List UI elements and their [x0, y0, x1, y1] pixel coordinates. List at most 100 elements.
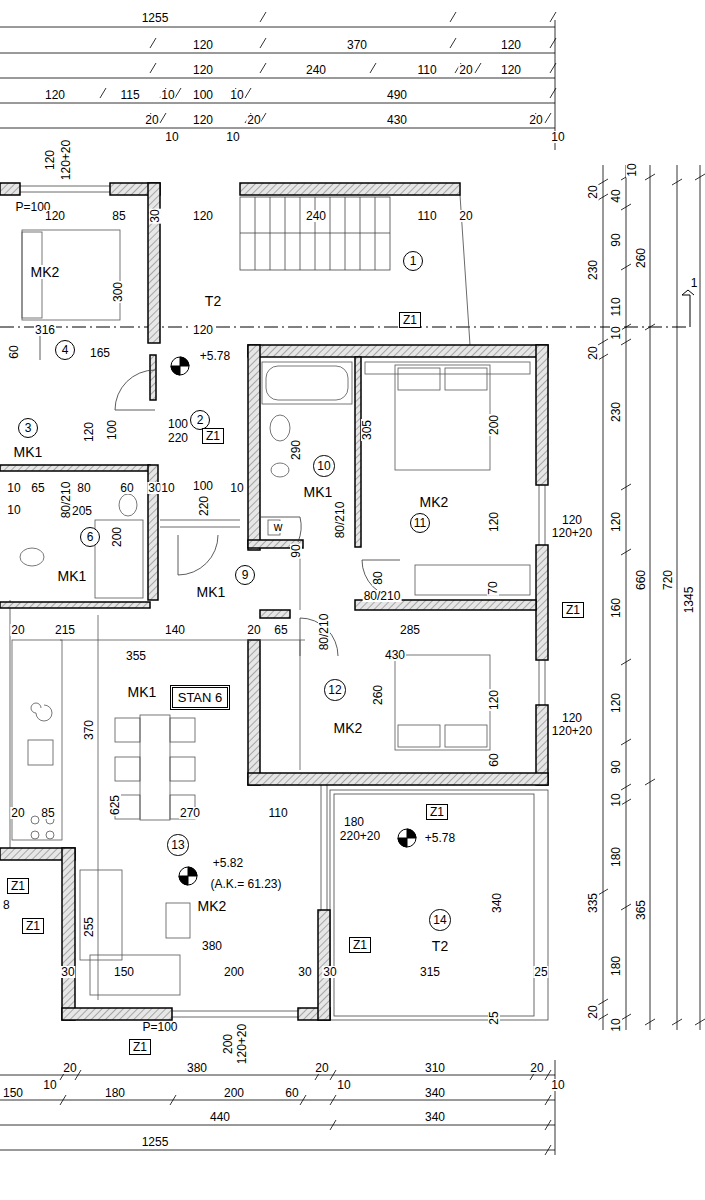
dimension-line: [0, 1075, 555, 1076]
plan-label: 20: [458, 210, 473, 222]
plan-label: 200: [223, 966, 245, 978]
plan-label: 120+20: [551, 527, 593, 539]
wall: [0, 465, 150, 471]
level-marker: [171, 357, 416, 885]
room-number: 12: [324, 679, 345, 700]
furniture: [365, 362, 530, 374]
plan-label: 1255: [141, 1136, 170, 1148]
plan-label: 80: [372, 570, 384, 585]
stairs: [255, 197, 375, 270]
node-text: 10: [317, 460, 330, 472]
plan-label: 10: [6, 482, 21, 494]
plan-label: 165: [89, 347, 111, 359]
plan-label: 20: [587, 345, 599, 360]
wall: [62, 848, 75, 1020]
plan-label: 20: [246, 114, 261, 126]
plan-label: 120+20: [551, 725, 593, 737]
terrace-outline: [10, 610, 150, 611]
plan-label: 30: [149, 208, 161, 223]
room-number: 14: [429, 909, 450, 930]
furniture: [170, 757, 195, 781]
apartment-tag: STAN 6: [170, 685, 231, 710]
furniture: [300, 550, 301, 610]
node-text: 6: [87, 531, 94, 543]
plan-label: 120: [44, 210, 66, 222]
plan-label: 260: [372, 684, 384, 706]
furniture: [262, 362, 352, 404]
terrace-outline: [172, 1017, 298, 1018]
plan-label: +5.78: [424, 832, 456, 844]
plan-label: 120: [83, 421, 95, 443]
terrace-outline: [539, 485, 540, 545]
room-number: 9: [235, 565, 255, 585]
plan-label: 90: [610, 232, 622, 247]
plan-label: 20: [587, 1004, 599, 1019]
furniture: [20, 548, 44, 566]
plan-label: (A.K.= 61.23): [209, 878, 282, 890]
plan-label: 335: [587, 892, 599, 914]
plan-label: 80/210: [318, 613, 330, 652]
plan-label: 8: [2, 899, 11, 911]
terrace-outline: [172, 1011, 298, 1012]
plan-label: 370: [83, 719, 95, 741]
plan-label: 315: [419, 966, 441, 978]
plan-label: 180: [343, 816, 365, 828]
plan-label: 10: [225, 131, 240, 143]
level-marker: [398, 829, 416, 847]
node-text: 9: [242, 569, 249, 581]
plan-label: 30: [297, 966, 312, 978]
furniture: [166, 903, 190, 938]
plan-label: 120: [561, 712, 583, 724]
door-swing: [40, 325, 400, 656]
furniture: [415, 565, 530, 595]
plan-label: 120: [192, 114, 214, 126]
plan-label: 120: [610, 692, 622, 714]
dimension-line: [0, 103, 555, 104]
plan-label: 270: [179, 807, 201, 819]
finish-tag: Z1: [129, 1039, 151, 1055]
wall: [260, 610, 290, 618]
plan-label: 230: [610, 401, 622, 423]
level-marker: [179, 867, 197, 885]
dimension-line: [555, 1060, 556, 1155]
plan-label: 120: [488, 689, 500, 711]
plan-label: 180: [610, 955, 622, 977]
plan-label: 10: [610, 1017, 622, 1032]
dimension-line: [0, 1100, 555, 1101]
plan-label: 10: [42, 1079, 57, 1091]
plan-label: 10: [229, 482, 244, 494]
furniture: [31, 831, 39, 839]
plan-label: 220: [167, 432, 189, 444]
plan-label: 20: [528, 114, 543, 126]
plan-label: 80: [76, 482, 91, 494]
wall: [148, 183, 160, 343]
plan-label: 110: [610, 296, 622, 317]
node-text: 1: [410, 255, 417, 267]
section-line: [0, 327, 690, 328]
plan-label: 120: [610, 511, 622, 533]
room-number: 13: [167, 834, 188, 855]
wall: [240, 183, 460, 195]
node-text: Z1: [566, 604, 580, 616]
plan-label: 100: [192, 480, 214, 492]
dimension-line: [603, 165, 604, 1030]
furniture: [170, 718, 195, 742]
plan-label: 220+20: [339, 830, 381, 842]
stairs: [240, 233, 390, 234]
wall: [248, 773, 548, 785]
plan-label: 60: [488, 752, 500, 767]
plan-label: 80/210: [363, 590, 402, 602]
plan-label: P=100: [141, 1021, 178, 1033]
furniture: [22, 230, 120, 320]
wall: [536, 545, 548, 660]
plan-label: 10: [550, 131, 565, 143]
plan-label: 10: [229, 89, 244, 101]
furniture: [445, 368, 487, 390]
plan-label: 25: [533, 966, 548, 978]
furniture: [395, 655, 490, 750]
dimension-line: [0, 12, 705, 1155]
plan-label: 120: [488, 511, 500, 533]
plan-label: 120: [44, 149, 56, 171]
plan-label: +5.78: [199, 350, 231, 362]
dimension-line: [700, 165, 701, 1030]
